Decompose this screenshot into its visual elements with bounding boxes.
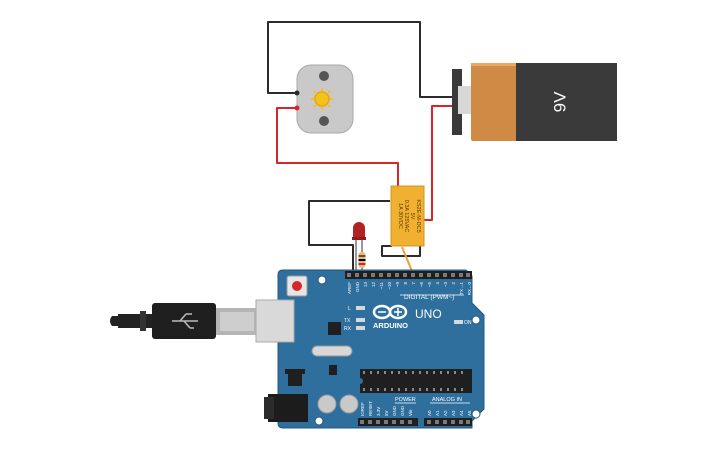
pin-label: ~9 bbox=[395, 282, 400, 288]
led[interactable] bbox=[352, 222, 366, 272]
pin-label: A3 bbox=[451, 410, 456, 416]
wire-battery-to-relay[interactable] bbox=[423, 105, 452, 221]
relay[interactable]: KS2E-M-DC5 5V 0.3A 125VAC 1A 30VDC bbox=[390, 185, 425, 247]
relay-text-1: 5V bbox=[409, 213, 415, 220]
pin-label: 4 bbox=[435, 282, 440, 285]
l-label: L bbox=[348, 306, 351, 312]
wire-relay-to-gnd[interactable] bbox=[308, 200, 390, 272]
reset-button[interactable] bbox=[286, 275, 308, 297]
arduino-brand: ARDUINO bbox=[373, 321, 408, 330]
pin-label: A5 bbox=[467, 410, 472, 416]
pin-label: 2 bbox=[451, 282, 456, 285]
wire-motor-to-battery[interactable] bbox=[267, 21, 452, 98]
pin-label: 5V bbox=[384, 410, 389, 416]
relay-text-3: 1A 30VDC bbox=[397, 203, 403, 229]
resistor[interactable] bbox=[358, 252, 366, 272]
pin-label: RESET bbox=[368, 401, 373, 416]
wires bbox=[267, 21, 452, 277]
rx-label: RX bbox=[344, 326, 352, 332]
pin-label: ~6 bbox=[419, 282, 424, 288]
dc-motor[interactable] bbox=[294, 64, 354, 134]
power-header-label: POWER bbox=[395, 397, 416, 403]
pin-label: GND bbox=[400, 405, 405, 416]
arduino-model: UNO bbox=[415, 307, 442, 321]
pin-label: Vin bbox=[408, 409, 413, 416]
pin-label: ~10 bbox=[387, 282, 392, 290]
power-header bbox=[358, 418, 418, 426]
pin-label: RX←0 bbox=[467, 282, 472, 296]
relay-text-0: KS2E-M-DC5 bbox=[415, 199, 421, 232]
pin-label: AREF bbox=[347, 282, 352, 294]
pin-label: A2 bbox=[443, 410, 448, 416]
pin-label: 12 bbox=[371, 282, 376, 288]
arduino-logo-icon bbox=[372, 304, 408, 320]
battery-label: 9V bbox=[550, 91, 569, 112]
microcontroller-chip bbox=[360, 369, 472, 393]
usb-cable[interactable] bbox=[110, 303, 258, 339]
pin-label: 8 bbox=[403, 282, 408, 285]
analog-header-label: ANALOG IN bbox=[432, 397, 462, 403]
capacitor bbox=[317, 394, 337, 414]
pin-label: A1 bbox=[435, 410, 440, 416]
power-jack[interactable] bbox=[268, 394, 308, 422]
wire-relay-coil[interactable] bbox=[381, 245, 421, 257]
analog-header bbox=[424, 418, 472, 426]
capacitor bbox=[339, 394, 359, 414]
pin-label: GND bbox=[392, 405, 397, 416]
pin-label: 7 bbox=[411, 282, 416, 285]
battery-9v[interactable]: 9V bbox=[452, 63, 617, 141]
pin-label: TX→1 bbox=[459, 282, 464, 295]
pin-label: ~5 bbox=[427, 282, 432, 288]
on-label: ON bbox=[464, 320, 472, 326]
digital-header bbox=[345, 271, 472, 279]
pin-label: ~3 bbox=[443, 282, 448, 288]
digital-header-label: DIGITAL (PWM~) bbox=[404, 294, 454, 301]
motor-shaft-icon bbox=[314, 91, 330, 107]
pin-label: A4 bbox=[459, 410, 464, 416]
relay-text-2: 0.3A 125VAC bbox=[403, 200, 409, 233]
pin-label: 13 bbox=[363, 282, 368, 288]
tx-label: TX bbox=[344, 318, 351, 324]
pin-label: IOREF bbox=[360, 402, 365, 416]
wire-motor-to-relay[interactable] bbox=[276, 107, 399, 186]
pin-label: GND bbox=[355, 281, 360, 292]
pin-label: A0 bbox=[427, 410, 432, 416]
pin-label: 3.3V bbox=[376, 407, 381, 416]
pin-label: ~11 bbox=[379, 282, 384, 290]
usb-icon bbox=[172, 313, 198, 329]
